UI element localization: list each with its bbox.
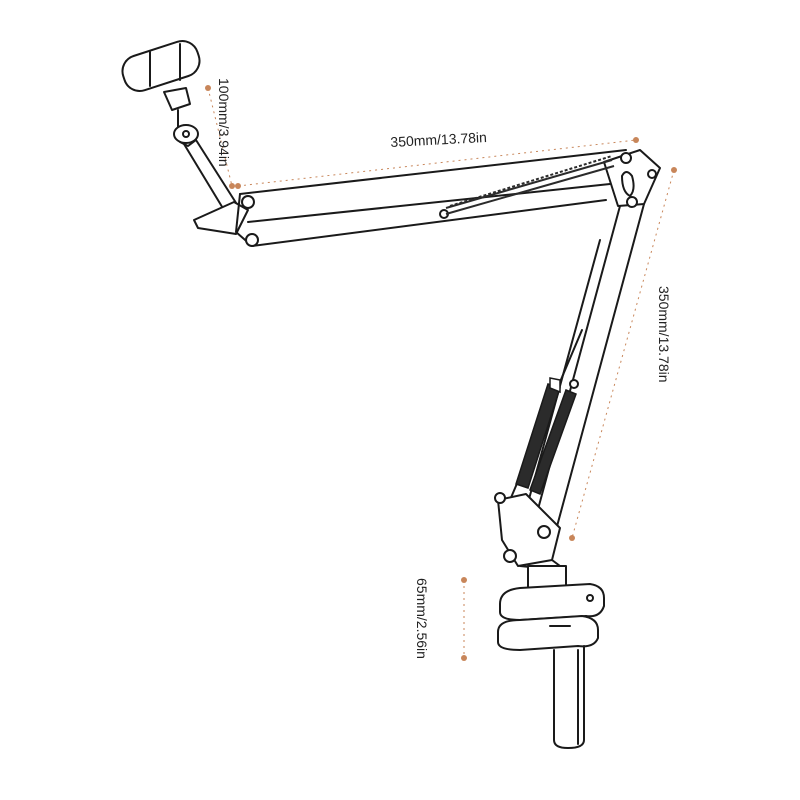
head-length-label: 100mm/3.94in [216,78,232,167]
mic-holder-head [121,39,201,147]
lower-arm-length-label: 350mm/13.78in [656,286,672,383]
clamp-height-label: 65mm/2.56in [414,578,430,659]
dimension-guides [207,87,675,660]
lower-springs [515,377,577,495]
dimension-dots [205,85,677,661]
top-arm [235,149,627,247]
desk-clamp [497,565,605,749]
head-neck [183,139,249,235]
upper-springs [445,155,615,215]
top-joint [603,149,661,208]
